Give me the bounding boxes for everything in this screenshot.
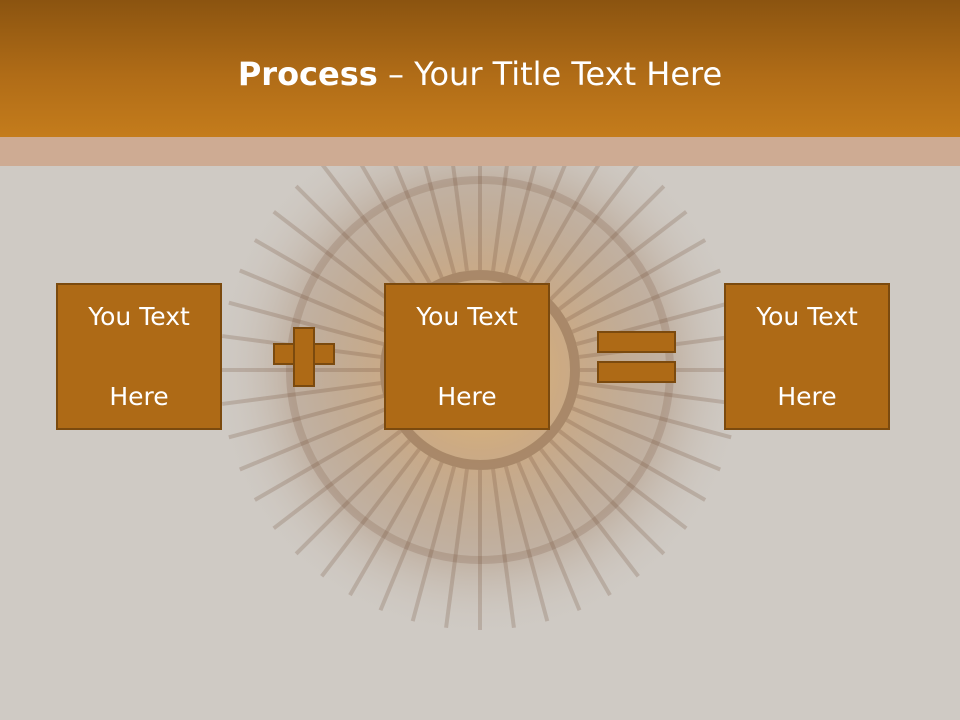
header-stripe <box>0 137 960 166</box>
title-bold: Process <box>237 55 378 93</box>
text-box-1-line1: You Text <box>88 301 190 331</box>
title-bar <box>0 0 960 137</box>
text-box-2-line1: You Text <box>416 301 518 331</box>
text-box-3-line1: You Text <box>756 301 858 331</box>
text-box-3-line2: Here <box>777 381 837 411</box>
title-rest: – Your Title Text Here <box>377 55 723 93</box>
slide-title[interactable]: Process – Your Title Text Here <box>0 54 960 94</box>
text-box-1-line2: Here <box>109 381 169 411</box>
text-box-2-line2: Here <box>437 381 497 411</box>
